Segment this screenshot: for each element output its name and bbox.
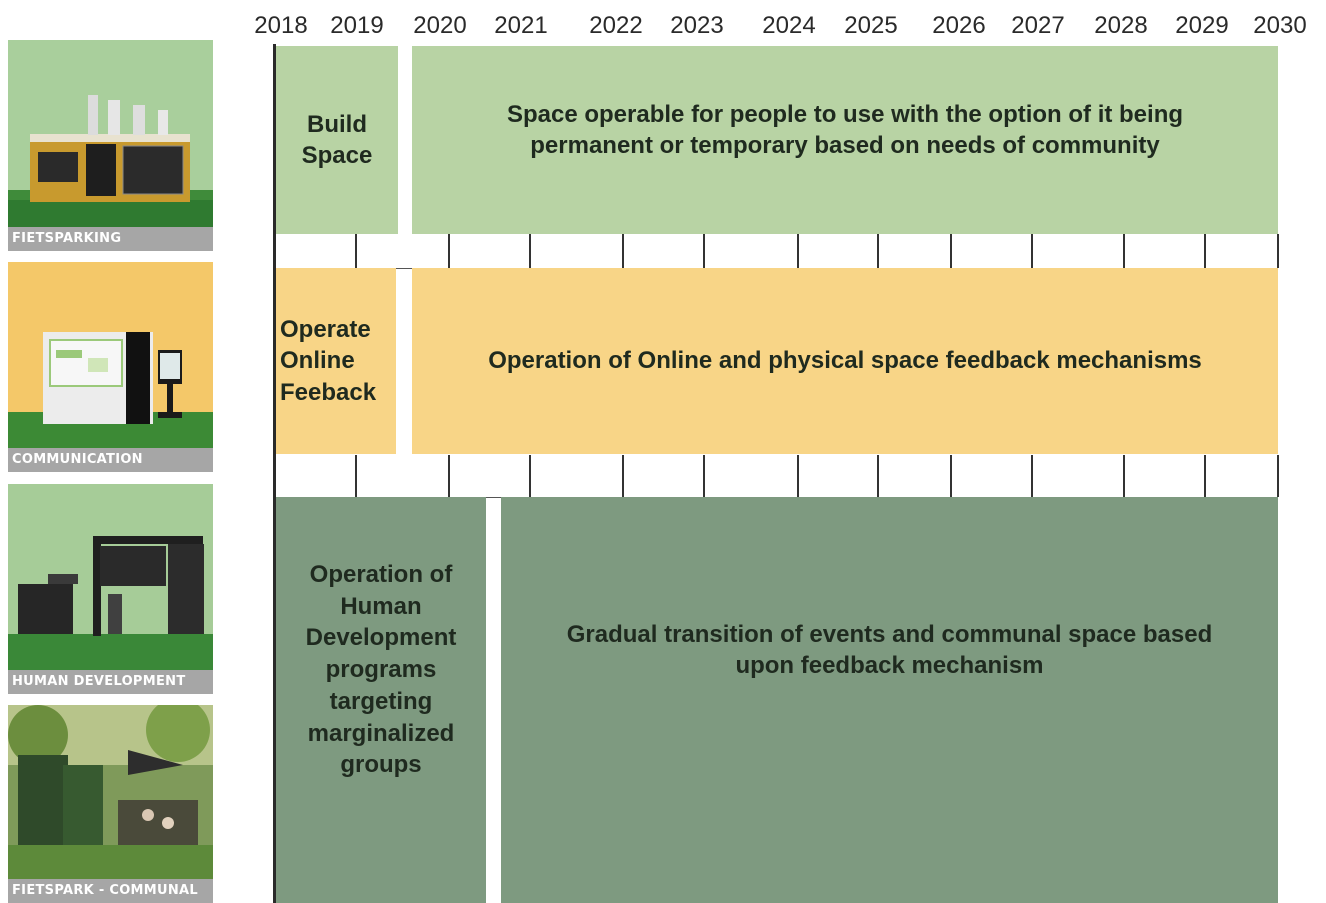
year-label: 2026 — [932, 12, 986, 39]
year-label: 2028 — [1094, 12, 1148, 39]
thumbnail-communal-space: FIETSPARK - COMMUNAL SPACE — [8, 705, 213, 903]
timeline-axis — [273, 44, 276, 903]
communal-space-photo — [8, 705, 213, 903]
thumbnail-caption: COMMUNICATION NETWORK — [8, 448, 213, 472]
phase-label-operate-online-feedback: Operate Online Feeback — [276, 268, 396, 454]
thumbnail-caption: FIETSPARK - COMMUNAL SPACE — [8, 879, 213, 903]
year-label: 2027 — [1011, 12, 1065, 39]
year-label: 2022 — [589, 12, 643, 39]
phase-label-build-space: Build Space — [276, 46, 398, 234]
phase-label-human-development: Operation of Human Development programs … — [276, 497, 486, 903]
thumbnail-caption: HUMAN DEVELOPMENT — [8, 670, 213, 694]
phase-description-human-development: Gradual transition of events and communa… — [501, 497, 1278, 903]
year-label: 2024 — [762, 12, 816, 39]
phase-description-build-space: Space operable for people to use with th… — [412, 46, 1278, 234]
year-label: 2030 — [1253, 12, 1307, 39]
communication-kiosk-image — [8, 262, 213, 472]
thumbnail-caption: FIETSPARKING — [8, 227, 213, 251]
year-label: 2019 — [330, 12, 384, 39]
pavilion-image — [8, 484, 213, 694]
thumbnail-human-development: HUMAN DEVELOPMENT — [8, 484, 213, 694]
year-label: 2021 — [494, 12, 548, 39]
bike-parking-container-image — [8, 40, 213, 251]
year-label: 2025 — [844, 12, 898, 39]
year-label: 2020 — [413, 12, 467, 39]
thumbnail-fietsparking: FIETSPARKING — [8, 40, 213, 251]
year-label: 2023 — [670, 12, 724, 39]
thumbnail-communication-network: COMMUNICATION NETWORK — [8, 262, 213, 472]
year-label: 2029 — [1175, 12, 1229, 39]
phase-description-operate-online-feedback: Operation of Online and physical space f… — [412, 268, 1278, 454]
year-label: 2018 — [254, 12, 308, 39]
